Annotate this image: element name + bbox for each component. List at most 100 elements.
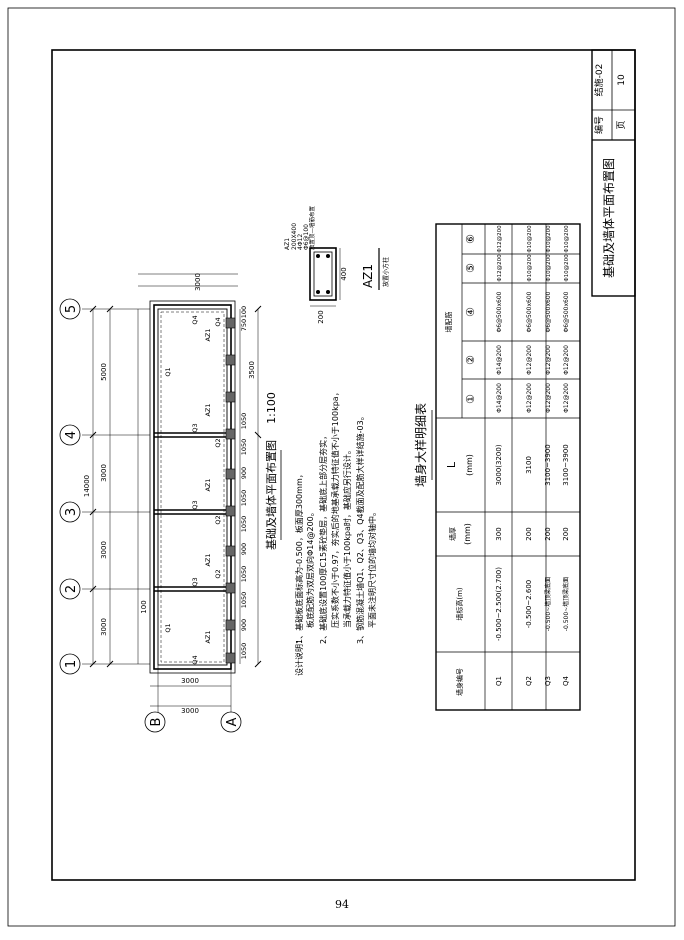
cell-q1-elev: -0.500~2.500(2.700) xyxy=(495,567,503,641)
title-label-number: 编号 xyxy=(593,116,605,134)
dim-overall: 14000 xyxy=(83,475,91,497)
dim-depth-1: 3000 xyxy=(181,677,199,685)
column-tag-1: AZ1 xyxy=(204,630,212,643)
dim-bay-1: 3000 xyxy=(100,618,108,636)
dim-small-9: 1050 xyxy=(240,439,248,456)
dim-right-2: 3500 xyxy=(248,361,256,379)
cell-q4-c2: Φ12@200 xyxy=(563,345,570,375)
table-row: Q4 -0.500~墙顶梁底面 200 3100~3900 Φ12@200 Φ1… xyxy=(562,225,570,686)
cell-q2-c2: Φ12@200 xyxy=(526,345,533,375)
cell-q1-len: 3000(3200) xyxy=(495,444,503,485)
wall-tag-q4-a: Q4 xyxy=(191,655,199,664)
th-length: L xyxy=(445,461,458,468)
cell-q2-c5: Φ10@200 xyxy=(527,254,533,282)
axis-B: B xyxy=(149,718,164,727)
dim-small-6: 1050 xyxy=(240,516,248,533)
th-thickness-unit: (mm) xyxy=(463,523,472,545)
table-title: 墙身大样明细表 xyxy=(413,403,428,487)
title-number: 结施-02 xyxy=(593,64,605,97)
title-page: 10 xyxy=(617,74,627,86)
table-row: Q3 -0.500~墙顶梁底面 200 3100~3900 Φ12@200 Φ1… xyxy=(544,225,552,686)
th-rebar: 墙配筋 xyxy=(444,312,453,333)
axis-1: 1 xyxy=(64,660,79,668)
th-thickness: 墙厚 xyxy=(448,527,457,541)
cell-q2-c1: Φ12@200 xyxy=(526,383,533,413)
title-drawing-name: 基础及墙体平面布置图 xyxy=(602,158,616,278)
wall-tag-q2-c: Q2 xyxy=(214,438,222,447)
cell-q3-elev: -0.500~墙顶梁底面 xyxy=(544,577,552,631)
cell-q4-c1: Φ12@200 xyxy=(563,383,570,413)
dim-bay-2: 3000 xyxy=(100,541,108,559)
cell-q1-c4: Φ6@500x600 xyxy=(496,291,503,332)
cell-q1-c1: Φ14@200 xyxy=(496,383,503,413)
cell-q4-c4: Φ6@500x600 xyxy=(563,291,570,332)
dim-right-1: 5000 xyxy=(100,363,108,381)
cell-q3-c4: Φ6@500x600 xyxy=(545,291,552,332)
column-tag-3: AZ1 xyxy=(204,478,212,491)
axis-5: 5 xyxy=(64,305,79,313)
cell-q3-c1: Φ12@200 xyxy=(545,383,552,413)
th-sub-5: ⑤ xyxy=(464,263,477,273)
notes-line-3: 2、基础底设置100厚C15素砼垫层，基础底上部分层夯实， xyxy=(318,432,328,644)
dim-small-11: 750 xyxy=(240,319,248,331)
axis-2: 2 xyxy=(64,585,79,593)
column-tag-5: AZ1 xyxy=(204,328,212,341)
cell-q2-elev: -0.500~2.600 xyxy=(525,580,533,628)
cell-q4-no: Q4 xyxy=(562,675,570,686)
cell-q2-c6: Φ10@200 xyxy=(527,225,533,253)
cell-q1-c5: Φ12@200 xyxy=(497,254,503,282)
az1-caption-sub: 放置小方柱 xyxy=(382,257,390,287)
plan-title: 基础及墙体平面布置图 xyxy=(264,440,278,550)
th-sub-4: ④ xyxy=(464,307,477,317)
table-row: Q1 -0.500~2.500(2.700) 300 3000(3200) Φ1… xyxy=(495,225,503,686)
cell-q3-c5: Φ10@200 xyxy=(546,254,552,282)
cell-q4-c5: Φ10@200 xyxy=(564,254,570,282)
cell-q4-len: 3100~3900 xyxy=(562,444,570,486)
dim-small-4: 1050 xyxy=(240,566,248,583)
az1-dim-h: 400 xyxy=(340,267,348,280)
az1-spec1: 200X400 xyxy=(291,223,298,250)
cell-q3-c6: Φ10@200 xyxy=(546,225,552,253)
column-tag-2: AZ1 xyxy=(204,553,212,566)
az1-dim-w: 200 xyxy=(317,310,325,323)
wall-tag-q1-a: Q1 xyxy=(164,623,172,632)
az1-name: AZ1 xyxy=(284,238,291,250)
dim-bay-3: 3000 xyxy=(100,464,108,482)
table-row: Q2 -0.500~2.600 200 3100 Φ12@200 Φ12@200… xyxy=(525,225,533,686)
dim-small-12: 100 xyxy=(240,306,248,318)
dim-small-10: 1050 xyxy=(240,413,248,430)
dim-100: 100 xyxy=(140,600,148,613)
wall-tag-q2-a: Q2 xyxy=(214,569,222,578)
notes-heading: 设计说明： xyxy=(294,636,304,676)
cell-q2-c4: Φ6@500x600 xyxy=(526,291,533,332)
notes-line-2: 板底配筋为双层双向Φ14@200。 xyxy=(305,508,315,628)
wall-tag-q4-b: Q4 xyxy=(191,315,199,324)
az1-spec2: 4Φ12 xyxy=(297,234,304,250)
cell-q3-len: 3100~3900 xyxy=(544,444,552,486)
axis-A: A xyxy=(225,717,240,726)
axis-4: 4 xyxy=(64,431,79,439)
wall-tag-q3-b: Q3 xyxy=(191,500,199,509)
az1-spec4: 放置顶—墙筋布置 xyxy=(308,205,316,250)
cell-q4-elev: -0.500~墙顶梁底面 xyxy=(562,577,570,631)
th-elevation: 墙标高(m) xyxy=(455,587,464,621)
wall-tag-q2-b: Q2 xyxy=(214,515,222,524)
title-block: 编号 结施-02 页 10 基础及墙体平面布置图 xyxy=(591,49,636,297)
title-label-page: 页 xyxy=(616,120,627,129)
wall-tag-q4-c: Q4 xyxy=(214,317,222,326)
cell-q2-len: 3100 xyxy=(525,456,533,474)
dim-small-3: 1050 xyxy=(240,592,248,609)
th-sub-1: ① xyxy=(464,394,477,404)
notes-line-5: 当承载力特征值小于100kpa时，基础应另行设计。 xyxy=(342,446,352,628)
cell-q3-thk: 200 xyxy=(544,527,552,540)
column-detail-az1: 400 200 AZ1 200X400 4Φ12 Φ6@100 放置顶—墙筋布置… xyxy=(284,205,390,323)
dim-small-2: 900 xyxy=(240,619,248,631)
cell-q1-c2: Φ14@200 xyxy=(496,345,503,375)
cell-q1-c6: Φ12@200 xyxy=(497,225,503,253)
design-notes: 设计说明： 1、基础板底面标高为-0.500，板面厚300mm， 板底配筋为双层… xyxy=(294,388,377,676)
cell-q1-no: Q1 xyxy=(495,676,503,686)
th-wall-no: 墙身编号 xyxy=(455,668,464,696)
axis-3: 3 xyxy=(64,508,79,516)
column-tag-4: AZ1 xyxy=(204,403,212,416)
